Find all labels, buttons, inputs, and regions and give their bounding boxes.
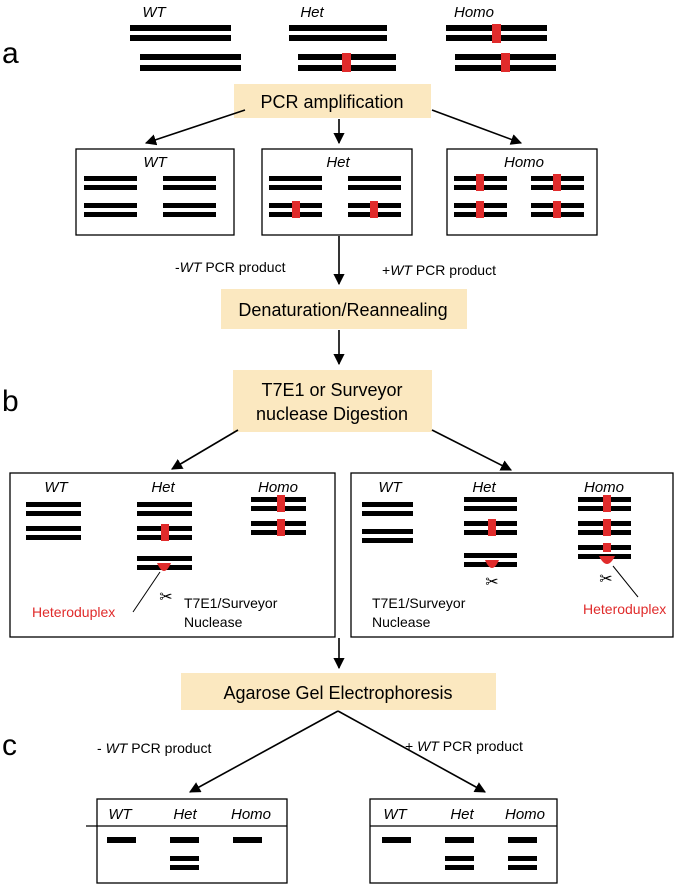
gel-band [508, 837, 537, 843]
nuclease-label-b2-line1: T7E1/Surveyor [372, 595, 466, 611]
label-plus-wt-pcr-product: +WT PCR product [382, 262, 496, 278]
scissors-icon: ✂ [485, 574, 498, 591]
gel-step-label: Agarose Gel Electrophoresis [223, 683, 452, 703]
gel-c2-label-wt: WT [383, 806, 408, 823]
denaturation-step-label: Denaturation/Reannealing [238, 300, 447, 320]
scissors-icon: ✂ [599, 571, 612, 588]
label-minus-wt-pcr-product: -WT PCR product [175, 259, 286, 275]
arrow-gel-to-minus [189, 710, 339, 793]
heteroduplex-label-b2: Heteroduplex [583, 601, 666, 617]
genomic-dna-het [289, 25, 396, 72]
scissors-icon: ✂ [159, 589, 172, 606]
pcr-box-label-het: Het [326, 154, 350, 171]
gel-panel-plus-wt: WT Het Homo [369, 798, 558, 884]
section-label-b: b [2, 385, 19, 418]
digestion-step-label-line2: nuclease Digestion [256, 404, 408, 424]
panel-b1-label-het: Het [151, 479, 175, 496]
heteroduplex-label-b1: Heteroduplex [32, 604, 115, 620]
panel-b2-label-wt: WT [378, 479, 403, 496]
label-c-plus-wt-pcr-product: + WT PCR product [405, 738, 523, 754]
arrow-pcr-to-homo [431, 109, 523, 145]
label-c-minus-wt-pcr-product: - WT PCR product [97, 740, 211, 756]
gel-c1-label-het: Het [173, 806, 197, 823]
pcr-step-box [234, 84, 431, 118]
gel-band [445, 856, 474, 861]
nuclease-label-b1-line2: Nuclease [184, 614, 243, 630]
gel-band [107, 837, 136, 843]
genome-label-het: Het [300, 4, 324, 21]
gel-band [445, 865, 474, 870]
digestion-panel-plus-wt: WT Het Homo ✂ ✂ T7E1/Surveyor Nuclease H… [350, 472, 674, 638]
gel-panel-minus-wt: WT Het Homo [86, 798, 288, 884]
nuclease-label-b1-line1: T7E1/Surveyor [184, 595, 278, 611]
genomic-dna-wt [130, 25, 241, 71]
panel-b2-label-homo: Homo [584, 479, 624, 496]
gel-step-box [181, 673, 496, 710]
pcr-product-box-het: Het [261, 148, 413, 236]
genome-label-wt: WT [142, 4, 167, 21]
panel-b1-label-wt: WT [44, 479, 69, 496]
genomic-dna-homo [446, 24, 556, 72]
pcr-step-label: PCR amplification [260, 92, 403, 112]
gel-band [170, 856, 199, 861]
gel-c2-label-homo: Homo [505, 806, 545, 823]
denaturation-step-box [221, 289, 467, 329]
arrow-digestion-to-plus [431, 429, 512, 471]
pcr-product-box-homo: Homo [446, 148, 598, 236]
arrow-digestion-to-minus [171, 429, 239, 470]
arrow-pcr-to-wt [144, 109, 246, 146]
digestion-panel-minus-wt: WT Het Homo ✂ Heteroduplex T7E1/Surveyor… [9, 472, 336, 638]
gel-band [382, 837, 411, 843]
gel-c1-label-homo: Homo [231, 806, 271, 823]
pcr-box-label-wt: WT [143, 154, 168, 171]
gel-band [170, 865, 199, 870]
gel-band [233, 837, 262, 843]
gel-c2-label-het: Het [450, 806, 474, 823]
gel-band [508, 865, 537, 870]
arrow-gel-to-plus [337, 710, 486, 793]
section-label-a: a [2, 37, 19, 70]
digestion-step-label-line1: T7E1 or Surveyor [261, 380, 402, 400]
digestion-step-box [233, 370, 432, 432]
panel-b2-label-het: Het [472, 479, 496, 496]
genome-label-homo: Homo [454, 4, 494, 21]
pcr-box-label-homo: Homo [504, 154, 544, 171]
heteroduplex-pointer-b1 [132, 571, 161, 613]
nuclease-label-b2-line2: Nuclease [372, 614, 431, 630]
gel-band [170, 837, 199, 843]
panel-b1-label-homo: Homo [258, 479, 298, 496]
gel-c1-label-wt: WT [108, 806, 133, 823]
pcr-product-box-wt: WT [75, 148, 235, 236]
gel-band [508, 856, 537, 861]
gel-band [445, 837, 474, 843]
section-label-c: c [2, 729, 17, 762]
heteroduplex-pointer-b2 [612, 565, 639, 598]
